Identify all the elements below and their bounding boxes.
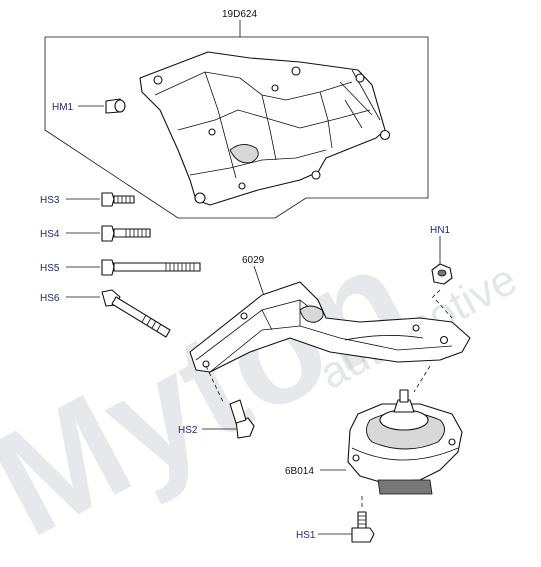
label-hm1: HM1 — [52, 102, 74, 113]
bolt-hs5[interactable] — [66, 259, 201, 276]
label-hs1: HS1 — [296, 530, 316, 541]
upper-bracket-19d624[interactable] — [139, 51, 391, 206]
bolt-hs4[interactable] — [66, 225, 151, 242]
bolt-hs6[interactable] — [66, 289, 171, 338]
label-6029: 6029 — [242, 255, 265, 266]
dowel-hm1[interactable] — [78, 98, 126, 114]
bolt-hs1[interactable] — [318, 496, 375, 543]
label-hs3: HS3 — [40, 195, 60, 206]
label-hs6: HS6 — [40, 293, 60, 304]
label-hs5: HS5 — [40, 263, 60, 274]
nut-hn1[interactable] — [413, 236, 453, 393]
label-hn1: HN1 — [430, 225, 450, 236]
bolt-hs3[interactable] — [66, 192, 135, 207]
label-hs4: HS4 — [40, 229, 60, 240]
watermark-main: Myton — [0, 213, 435, 567]
bolt-hs2[interactable] — [202, 399, 255, 439]
label-6b014: 6B014 — [285, 466, 314, 477]
label-hs2: HS2 — [178, 425, 198, 436]
engine-mount-6b014[interactable] — [320, 389, 463, 495]
label-19d624: 19D624 — [222, 9, 257, 20]
arm-bracket-6029[interactable] — [189, 265, 471, 405]
bracket-callout-frame — [44, 20, 429, 219]
